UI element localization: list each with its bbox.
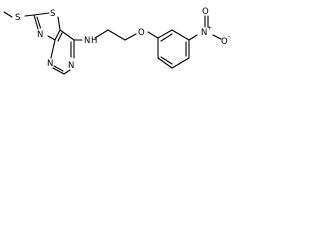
- bond-sring-c7a: [57, 16, 61, 31]
- bond-benz-5: [157, 57, 173, 69]
- bond-c5-n4: [52, 67, 65, 75]
- bond-benz-inner-1: [160, 33, 173, 42]
- atom-n-amine: N: [84, 36, 90, 46]
- bond-benz-4: [171, 57, 190, 69]
- atom-s-methyl: S: [15, 13, 20, 23]
- atom-n-thiazole: N: [37, 30, 43, 40]
- bond-c2-sring: [33, 12, 50, 16]
- bond-nthiazole-c3a: [47, 35, 56, 41]
- bond-c7a-c7: [59, 29, 75, 41]
- bond-benz-1: [157, 29, 173, 39]
- atom-labels: S S N N H N N O N + O O -: [15, 7, 230, 71]
- bond-n4-c3a: [50, 39, 56, 59]
- bond-benz-inner-3: [160, 56, 173, 65]
- bond-c2-nthiazole-2: [36, 16, 42, 29]
- chemical-structure-drawing: S S N N H N N O N + O O -: [3, 7, 230, 75]
- bond-ch2a-ch2b: [107, 29, 126, 41]
- atom-o-ether: O: [138, 28, 145, 38]
- bond-c3a-c7a: [54, 29, 61, 41]
- bond-namine-ch2a: [94, 29, 109, 39]
- bond-oether-c1: [147, 31, 159, 39]
- atom-n-pyrimidine-right: N: [68, 61, 74, 71]
- atom-n-pyrimidine-left: N: [47, 59, 53, 69]
- bond-ch2b-oether: [124, 33, 137, 41]
- bond-n6-c5: [63, 69, 71, 75]
- bond-nnitro-oright: [212, 34, 222, 40]
- bond-lines: [3, 11, 222, 75]
- atom-n-nitro-charge: +: [207, 25, 212, 32]
- bond-c5-n4-2: [53, 65, 64, 72]
- bond-methyl-s: [3, 11, 13, 18]
- atom-s-ring: S: [50, 9, 55, 19]
- atom-h-amine: H: [91, 36, 97, 46]
- atom-o-nitro-top: O: [202, 7, 209, 17]
- bond-s-c2: [24, 14, 35, 17]
- atom-o-nitro-right: O: [221, 37, 228, 47]
- bond-c2-nthiazole: [33, 14, 39, 30]
- bond-c4-nnitro: [188, 34, 198, 41]
- atom-n-nitro: N: [201, 28, 207, 38]
- bond-benz-2: [171, 29, 190, 41]
- bond-c3a-c7a-2: [57, 32, 63, 42]
- atom-o-nitro-charge: -: [228, 33, 230, 40]
